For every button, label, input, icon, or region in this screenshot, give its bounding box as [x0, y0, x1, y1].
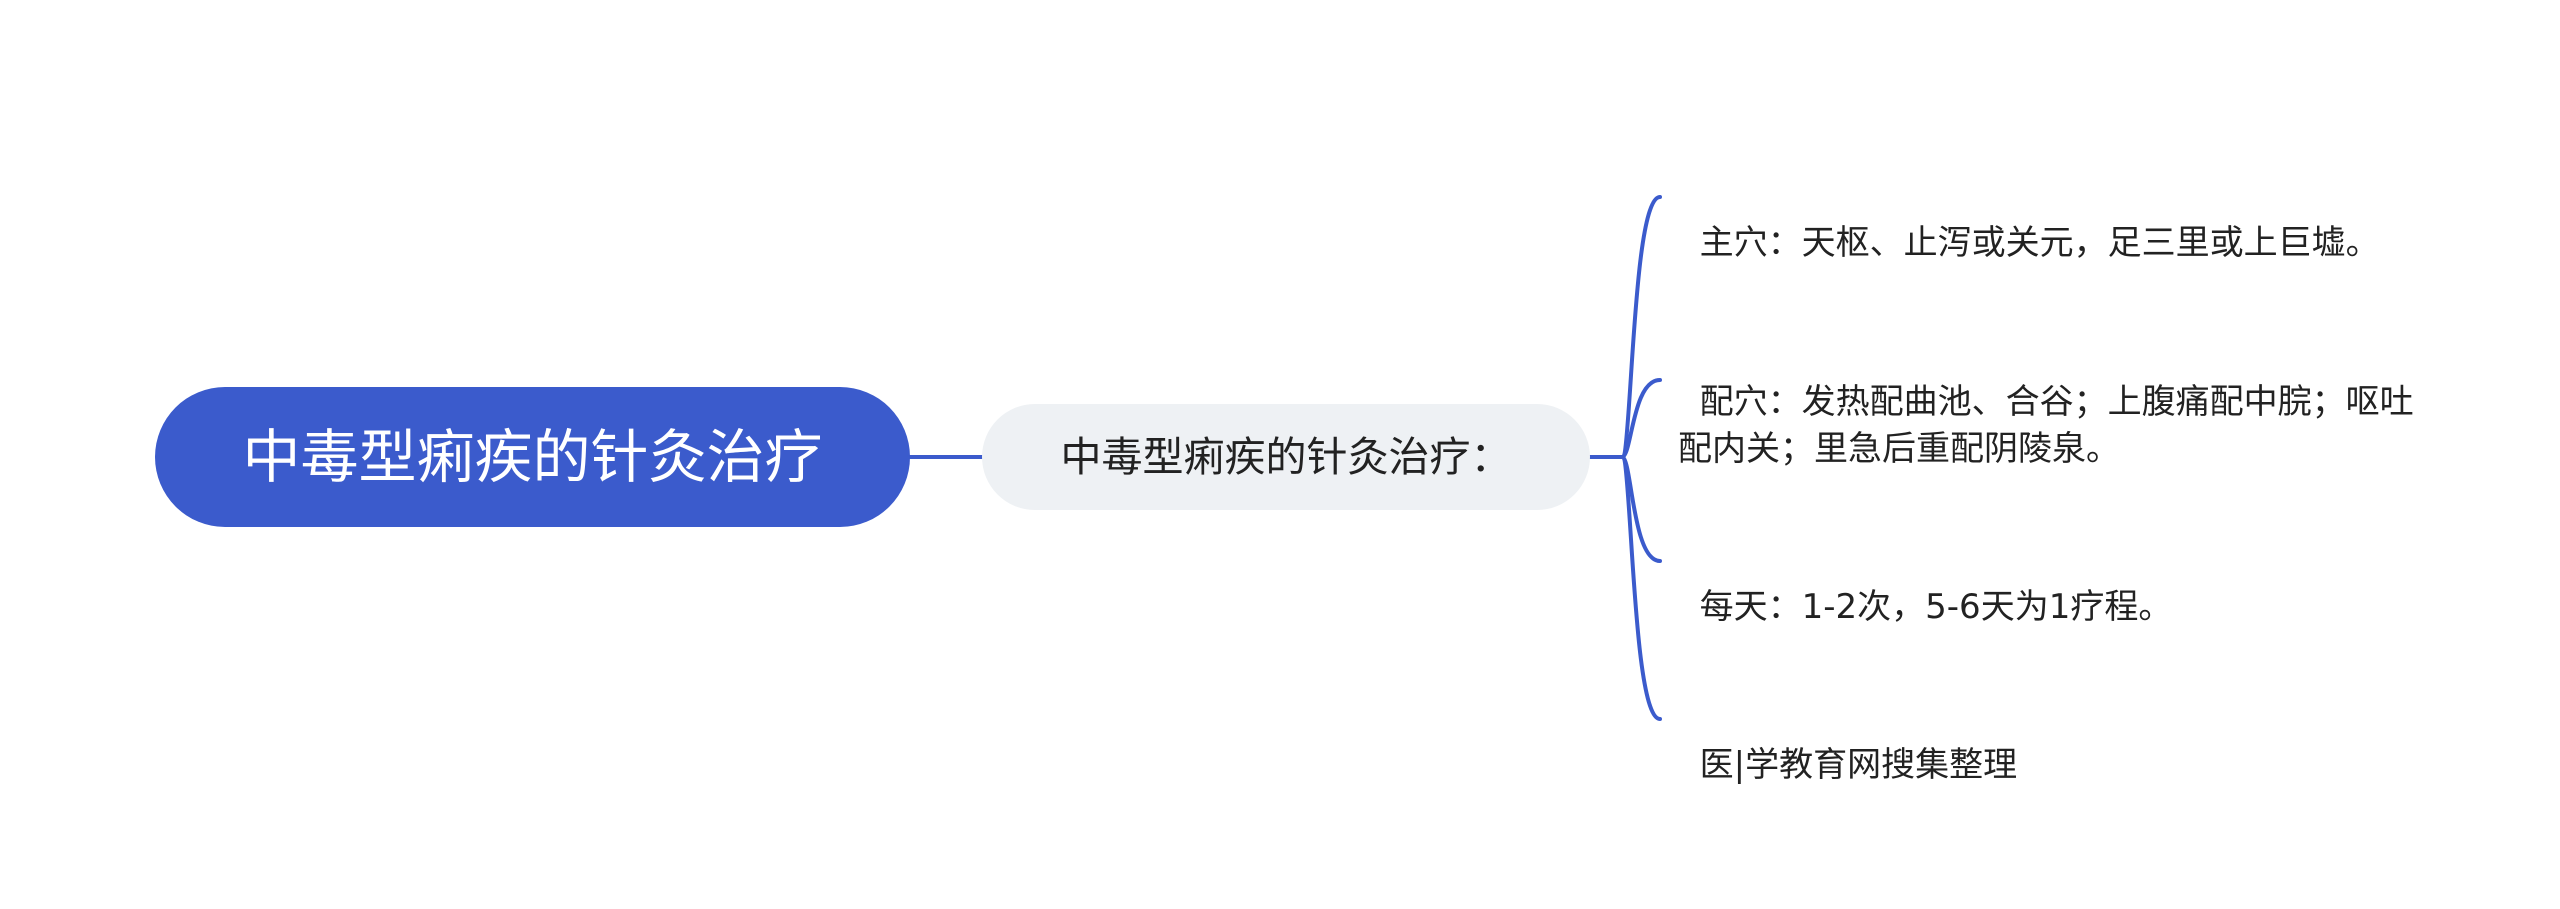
root-topic-label: 中毒型痢疾的针灸治疗	[242, 423, 823, 491]
leaf-connector-0	[1620, 195, 1662, 459]
branch-topic-node[interactable]: 中毒型痢疾的针灸治疗：	[982, 404, 1590, 510]
branch-topic-label: 中毒型痢疾的针灸治疗：	[1060, 433, 1512, 481]
leaf-label: 主穴：天枢、止泻或关元，足三里或上巨墟。	[1699, 223, 2380, 263]
leaf-connector-3	[1620, 455, 1662, 721]
leaf-connector-1	[1620, 378, 1662, 459]
leaf-label: 每天：1-2次，5-6天为1疗程。	[1699, 587, 2173, 627]
leaf-topic-frequency[interactable]: 每天：1-2次，5-6天为1疗程。	[1678, 537, 2438, 631]
leaf-topic-supporting-points[interactable]: 配穴：发热配曲池、合谷；上腹痛配中脘；呕吐配内关；里急后重配阴陵泉。	[1678, 332, 2420, 473]
root-topic-node[interactable]: 中毒型痢疾的针灸治疗	[155, 387, 910, 527]
leaf-topic-main-points[interactable]: 主穴：天枢、止泻或关元，足三里或上巨墟。	[1678, 173, 2438, 267]
leaf-topic-source[interactable]: 医|学教育网搜集整理	[1678, 695, 2438, 789]
leaf-label: 配穴：发热配曲池、合谷；上腹痛配中脘；呕吐配内关；里急后重配阴陵泉。	[1678, 382, 2414, 469]
leaf-label: 医|学教育网搜集整理	[1699, 745, 2018, 785]
